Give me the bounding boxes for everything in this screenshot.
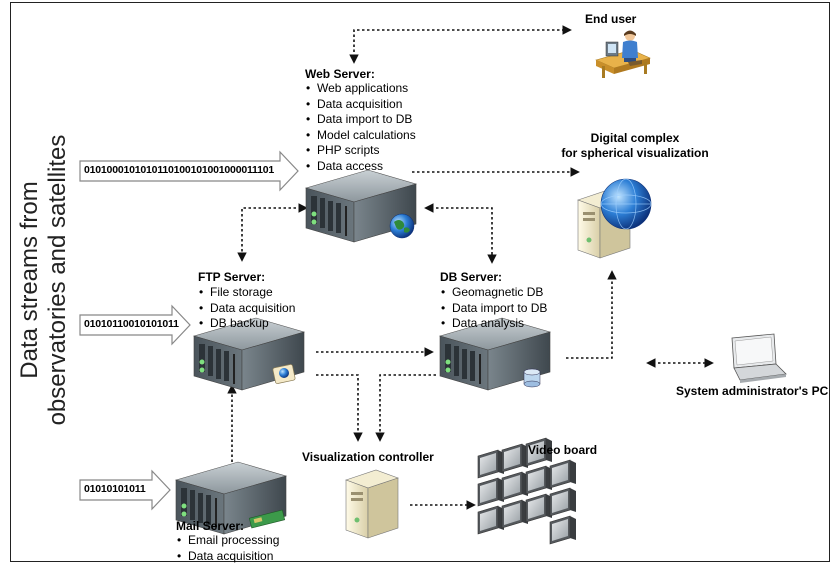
end-user-icon: [595, 30, 651, 78]
stream-mail-bits: 01010101011: [84, 483, 146, 495]
list-item: Data import to DB: [440, 301, 547, 317]
sysadmin-label: System administrator's PC: [676, 384, 829, 398]
list-item: Email processing: [176, 533, 279, 549]
link-web-enduser: [349, 25, 572, 64]
web-server-title: Web Server:: [305, 67, 375, 81]
list-item: PHP scripts: [305, 143, 416, 159]
list-item: Data analysis: [440, 316, 547, 332]
list-item: DB backup: [198, 316, 295, 332]
end-user-label: End user: [585, 12, 637, 26]
link-web-db: [424, 203, 497, 264]
list-item: Data acquisition: [176, 549, 279, 565]
connection-lines: [227, 25, 714, 510]
visualization-controller-icon: [345, 469, 399, 539]
list-item: Web applications: [305, 81, 416, 97]
list-item: Model calculations: [305, 128, 416, 144]
video-board-label: Video board: [528, 443, 598, 457]
digital-complex-icon: [577, 178, 652, 259]
list-item: Data acquisition: [305, 97, 416, 113]
mail-server-icon: [175, 461, 287, 535]
stream-ftp-bits: 01010110010101011: [84, 318, 179, 330]
web-server-icon: [305, 169, 417, 243]
db-server-title: DB Server:: [440, 270, 503, 284]
list-item: Data acquisition: [198, 301, 295, 317]
web-server-list: Web applications Data acquisition Data i…: [305, 81, 416, 174]
list-item: Data import to DB: [305, 112, 416, 128]
mail-server-title: Mail Server:: [176, 519, 245, 533]
list-item: Geomagnetic DB: [440, 285, 547, 301]
laptop-icon: [731, 333, 787, 383]
db-server-icon: [439, 317, 551, 391]
link-ftp-viz: [316, 374, 363, 442]
side-label-line1: Data streams from: [16, 181, 43, 379]
ftp-server-title: FTP Server:: [198, 270, 266, 284]
link-web-ftp: [237, 203, 308, 262]
digital-complex-line1: Digital complex: [590, 131, 680, 145]
link-db-viz: [375, 374, 436, 442]
stream-arrow-mail: [79, 469, 171, 511]
list-item: File storage: [198, 285, 295, 301]
stream-arrow-web: [79, 150, 299, 192]
stream-arrow-ftp: [79, 304, 191, 346]
diagram-frame: [10, 2, 830, 562]
link-db-digital: [566, 270, 617, 359]
digital-complex-line2: for spherical visualization: [561, 146, 709, 160]
list-item: Data access: [305, 159, 416, 175]
visualization-controller-label: Visualization controller: [302, 450, 434, 464]
side-label-line2: observatories and satellites: [44, 134, 71, 426]
stream-web-bits: 0101000101010110100101001000011101: [84, 164, 275, 176]
ftp-server-list: File storage Data acquisition DB backup: [198, 285, 295, 332]
db-server-list: Geomagnetic DB Data import to DB Data an…: [440, 285, 547, 332]
mail-server-list: Email processing Data acquisition: [176, 533, 279, 564]
ftp-server-icon: [193, 317, 305, 391]
